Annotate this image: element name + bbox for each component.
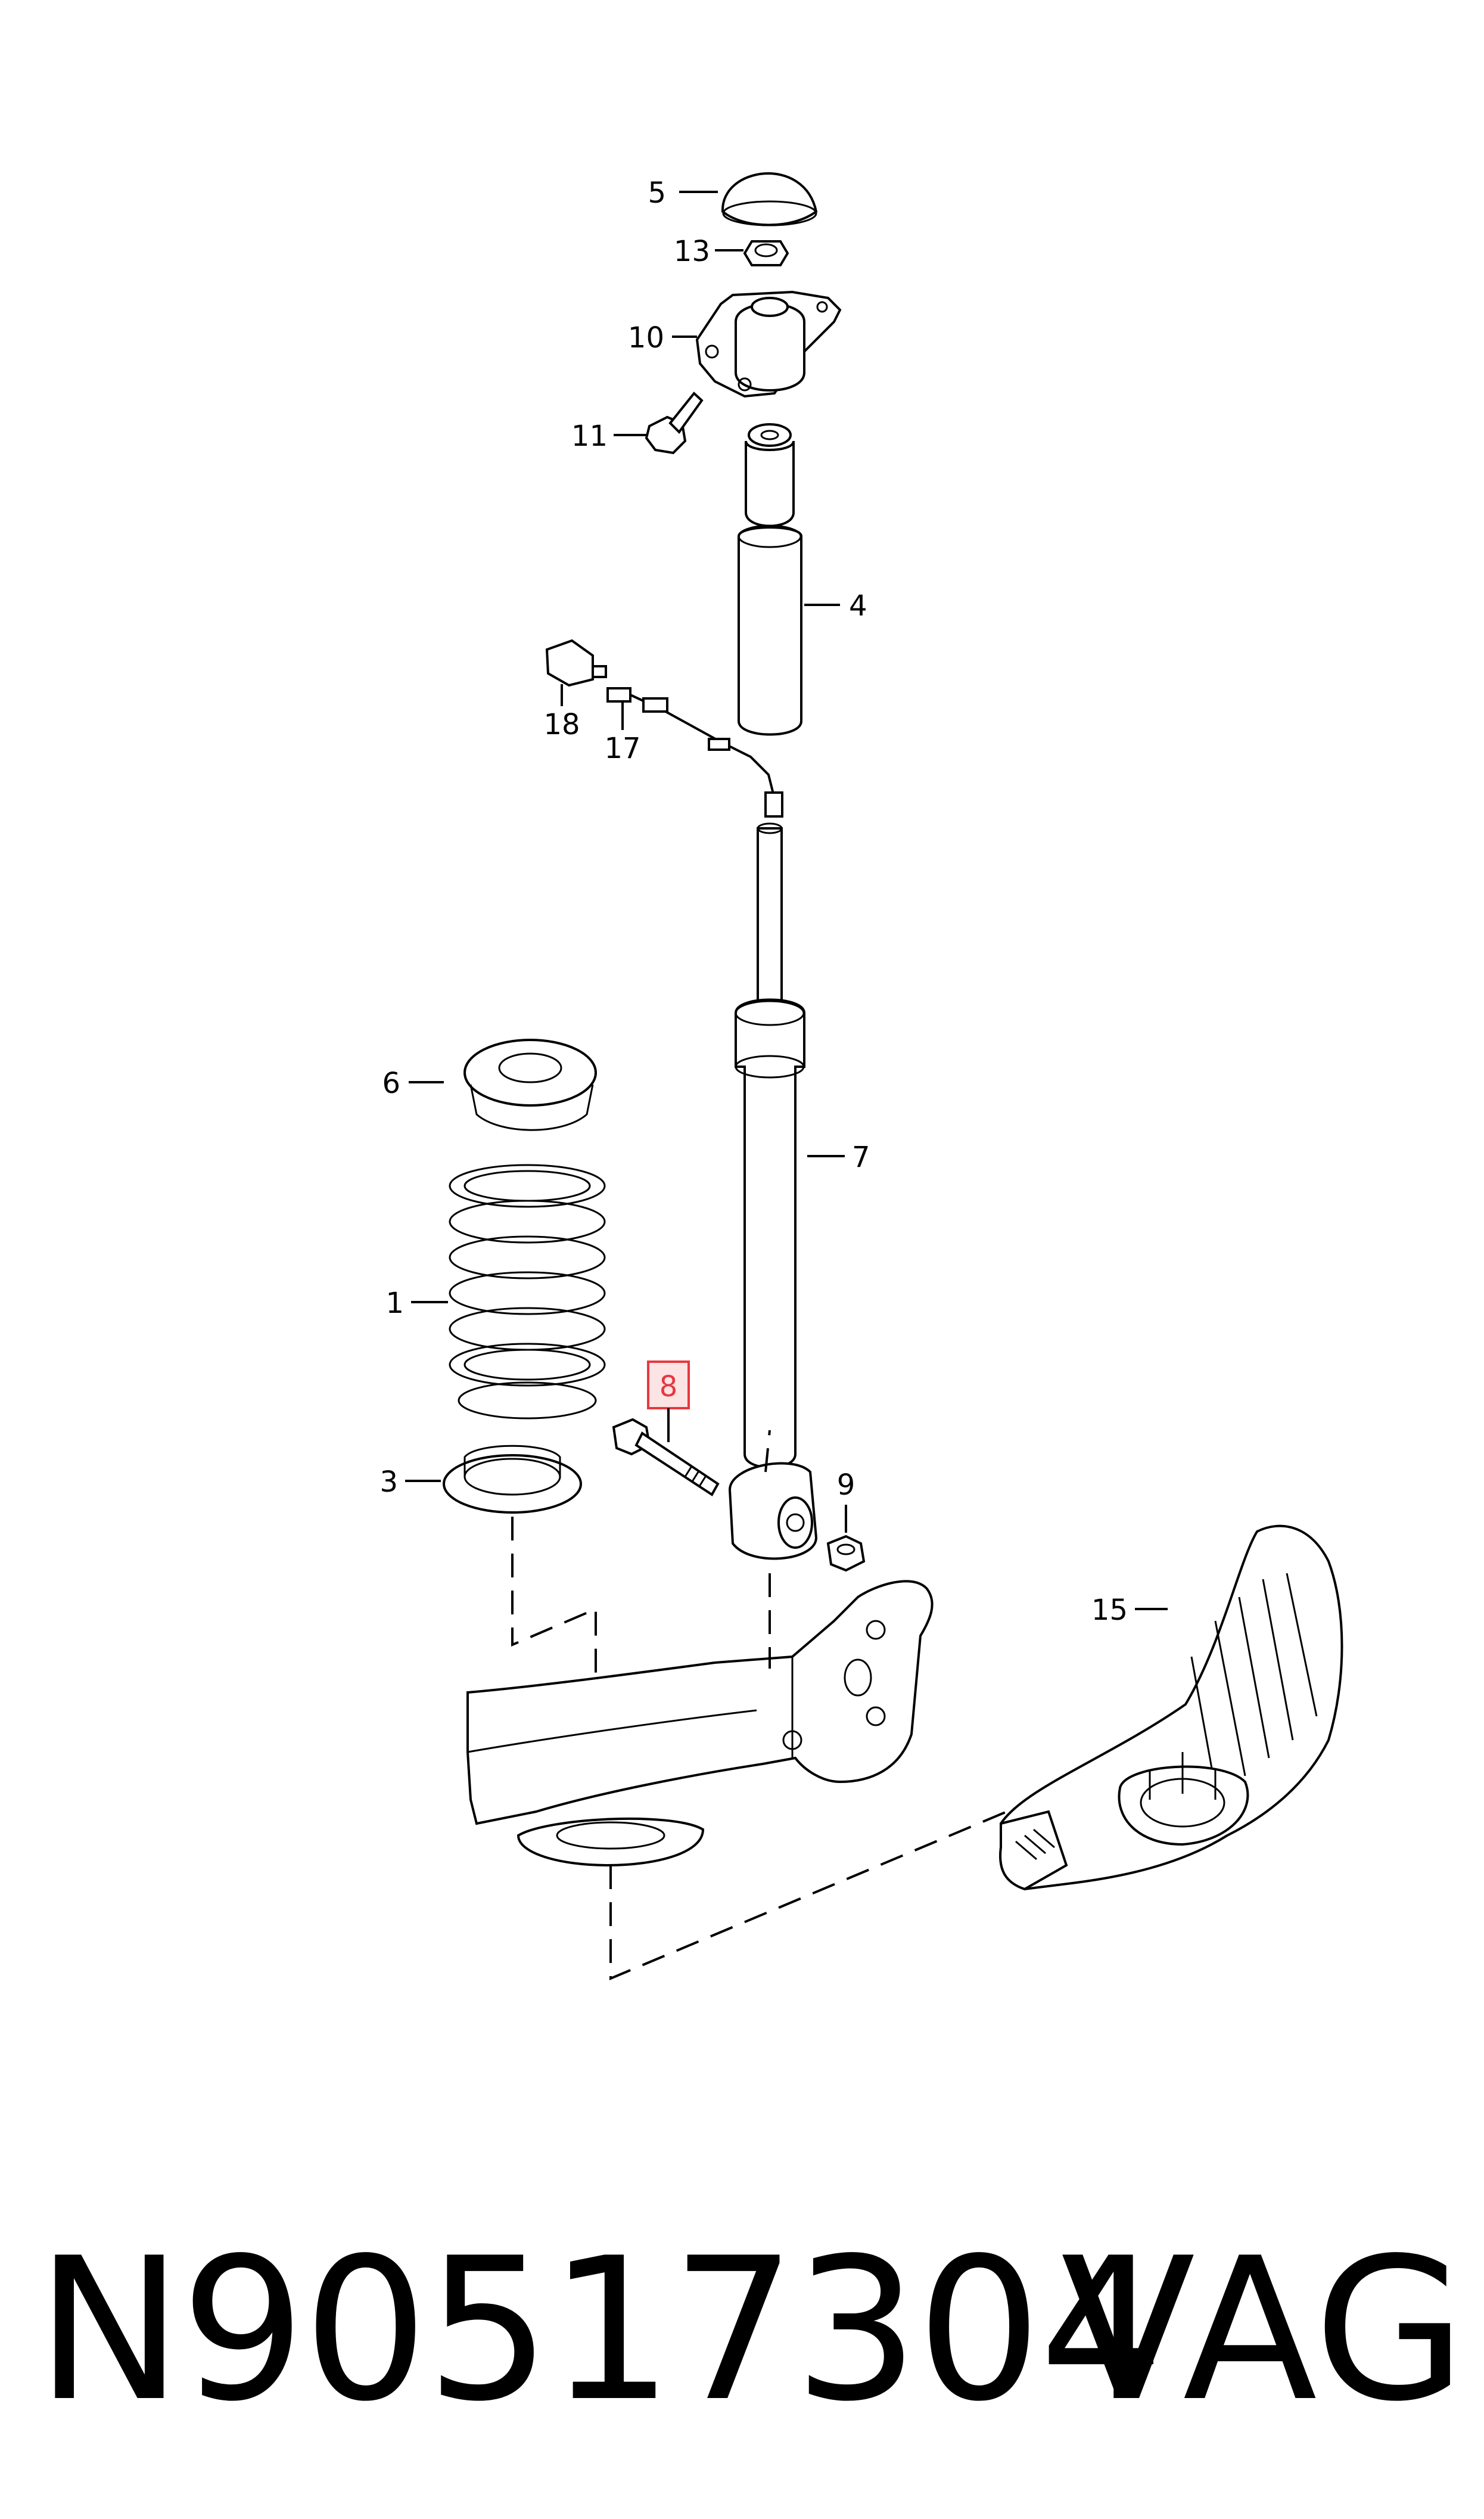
exploded-parts-diagram: 5 13 10 11 4 18 [379, 172, 1343, 1981]
callout-15: 15 [1091, 1594, 1128, 1627]
part-6-spring-seat [463, 1039, 597, 1131]
callout-4: 4 [849, 589, 867, 623]
callout-5: 5 [648, 176, 666, 210]
rear-axle-beam [466, 1580, 934, 1867]
callout-8: 8 [659, 1370, 678, 1403]
callout-18: 18 [543, 708, 580, 741]
part-8-bolt [612, 1418, 720, 1496]
callout-8-highlight-box [647, 1361, 690, 1409]
part-3-lower-spring-seat [443, 1445, 582, 1514]
part-9-nut [826, 1535, 866, 1572]
callout-7: 7 [852, 1141, 870, 1174]
part-5-dust-cap [721, 172, 818, 226]
part-10-strut-mount [695, 290, 842, 398]
part-number: N90517304 [36, 2216, 1165, 2445]
part-4-bump-stop-and-boot [738, 423, 802, 736]
brand-name: VAG [1060, 2216, 1466, 2445]
part-17-wire [606, 687, 783, 818]
callout-9: 9 [837, 1468, 855, 1502]
part-15-housing-liner [999, 1524, 1343, 1891]
part-18-connector [545, 639, 607, 687]
callout-17: 17 [604, 732, 640, 765]
callout-6: 6 [382, 1067, 400, 1100]
part-11-bolt [645, 392, 704, 455]
callout-11: 11 [571, 420, 608, 453]
callout-3: 3 [379, 1465, 398, 1499]
part-7-shock-absorber [728, 822, 818, 1560]
callout-13: 13 [674, 235, 710, 268]
footer: N90517304 VAG [0, 2205, 1484, 2455]
callout-10: 10 [628, 321, 664, 355]
part-13-nut [743, 240, 789, 266]
callout-1: 1 [385, 1287, 404, 1320]
part-1-coil-spring [449, 1164, 606, 1420]
